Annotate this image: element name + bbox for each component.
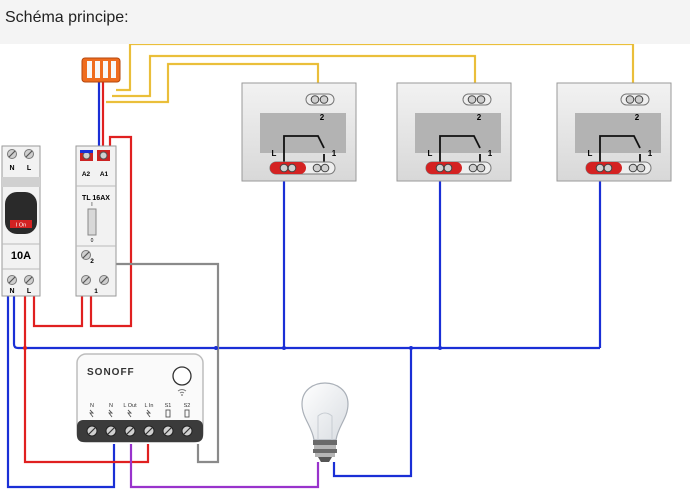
teleruptor-label-1: 1	[94, 288, 98, 295]
sonoff-terminal-s1: S1	[165, 403, 172, 409]
switch-2-label-1: 1	[488, 149, 493, 158]
sonoff-terminal-s2: S2	[184, 403, 191, 409]
switch-3-label-l: L	[588, 149, 593, 158]
wiring-diagram: N L I On 10A N L A2 A1 TL 16AX I 0 2	[1, 44, 672, 489]
junction-dots	[23, 346, 442, 350]
teleruptor-indicator-off: 0	[91, 238, 94, 244]
teleruptor: A2 A1 TL 16AX I 0 2 1	[75, 145, 117, 297]
sonoff-terminal-n2: N	[109, 403, 113, 409]
switch-3: 2 L 1	[556, 82, 672, 182]
switch-2-label-2: 2	[477, 113, 482, 122]
sonoff-terminal-n1: N	[90, 403, 94, 409]
light-bulb-icon	[301, 382, 349, 462]
switch-2: 2 L 1	[396, 82, 512, 182]
control-wires	[106, 44, 635, 104]
lamp-return-wire	[129, 444, 320, 489]
breaker-status: I On	[16, 223, 26, 229]
switch-1-label-2: 2	[320, 113, 325, 122]
teleruptor-lever	[87, 208, 97, 236]
sonoff-screw-terminals	[86, 425, 193, 437]
teleruptor-label-a1: A1	[100, 171, 109, 178]
switch-link-wire	[99, 262, 220, 464]
header-bar: Schéma principe:	[0, 0, 690, 44]
teleruptor-model: TL 16AX	[82, 195, 110, 202]
phase-wires	[23, 82, 150, 464]
switch-1-label-l: L	[272, 149, 277, 158]
switch-3-label-2: 2	[635, 113, 640, 122]
teleruptor-label-2: 2	[90, 258, 94, 265]
breaker-label-l-bottom: L	[27, 288, 32, 295]
switch-2-label-l: L	[428, 149, 433, 158]
breaker-rating: 10A	[11, 250, 31, 262]
breaker-label-l-top: L	[27, 165, 32, 172]
neutral-wires	[6, 82, 602, 489]
breaker-label-n-top: N	[9, 165, 14, 172]
sonoff-terminal-lin: L In	[145, 403, 154, 409]
breaker-label-n-bottom: N	[9, 288, 14, 295]
sonoff-brand: SONOFF	[87, 367, 135, 378]
switch-1: 2 L 1	[241, 82, 357, 182]
circuit-breaker: N L I On 10A N L	[1, 145, 41, 297]
sonoff-terminal-symbols	[89, 409, 190, 418]
sonoff-module: SONOFF N N L Out L In S1 S2	[76, 353, 204, 443]
sonoff-pair-button	[172, 366, 192, 386]
teleruptor-indicator-on: I	[91, 202, 92, 208]
switch-3-label-1: 1	[648, 149, 653, 158]
wago-connector	[81, 57, 121, 83]
switch-1-label-1: 1	[332, 149, 337, 158]
teleruptor-label-a2: A2	[82, 171, 91, 178]
sonoff-terminal-lout: L Out	[123, 403, 137, 409]
page-title: Schéma principe:	[5, 9, 129, 26]
wifi-icon	[177, 389, 187, 392]
control-wires-outline	[106, 44, 634, 103]
breaker-toggle	[10, 220, 32, 228]
